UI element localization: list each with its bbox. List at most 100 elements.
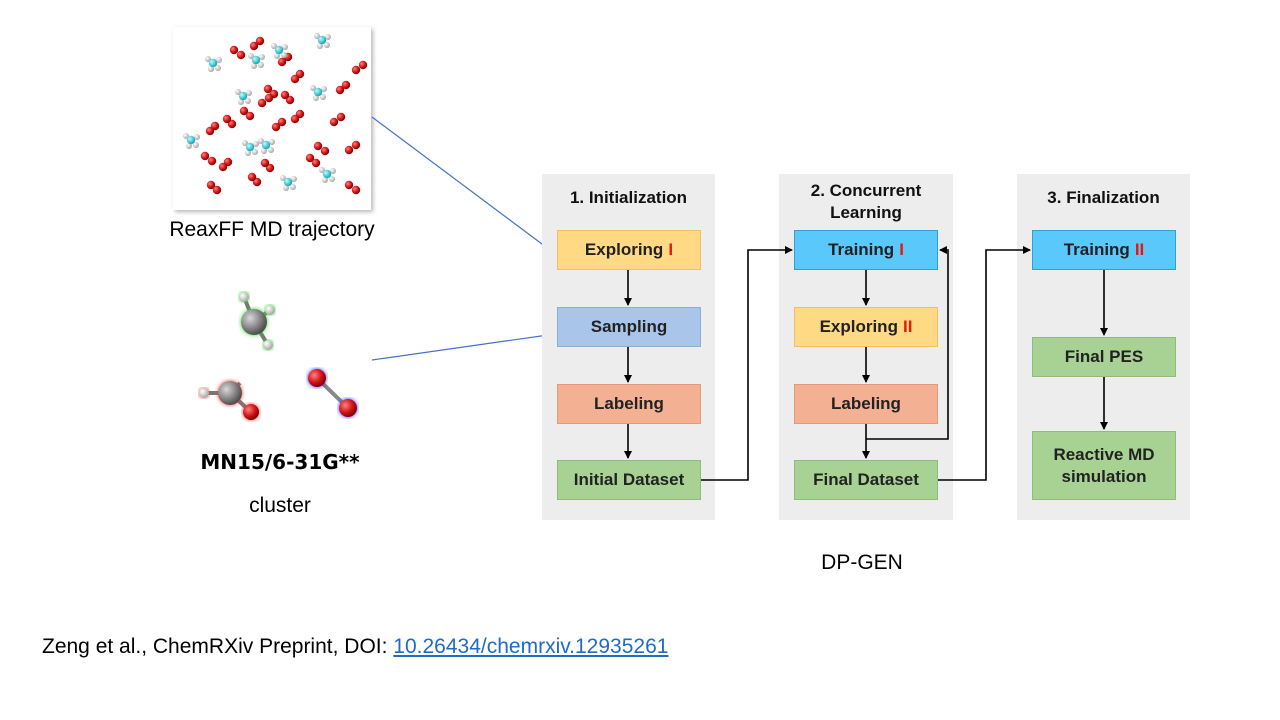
atom (329, 176, 335, 182)
step-label: Initial Dataset (573, 470, 685, 489)
atom (200, 151, 210, 161)
atom (245, 142, 255, 152)
atom (215, 65, 221, 71)
atom (351, 185, 361, 195)
step-reactive-md-simulation: Reactive MD simulation (1032, 431, 1176, 500)
roman-numeral: II (902, 317, 913, 336)
atom (322, 177, 328, 183)
atom (235, 89, 241, 95)
atom (290, 74, 300, 84)
step-initial-dataset: Initial Dataset (557, 460, 701, 500)
atom (280, 175, 286, 181)
atom (325, 34, 331, 40)
atom (290, 114, 300, 124)
atom (261, 148, 267, 154)
atom (324, 42, 330, 48)
step-label: Exploring (819, 317, 898, 336)
atom (283, 177, 293, 187)
atom (245, 111, 255, 121)
atom (282, 44, 288, 50)
cluster-label: cluster (249, 494, 311, 517)
atom (314, 33, 320, 39)
step-label: Labeling (594, 394, 664, 413)
atom (281, 52, 287, 58)
step-labeling-2: Labeling (794, 384, 938, 424)
atom (335, 85, 345, 95)
atom (246, 90, 252, 96)
atom (274, 45, 284, 55)
atom (271, 122, 281, 132)
atom (290, 184, 296, 190)
step-label: Labeling (831, 394, 901, 413)
step-label: Exploring (584, 240, 664, 259)
step-label: Training (828, 240, 895, 259)
atom (255, 36, 265, 46)
panel-title: 1. Initialization (569, 188, 688, 207)
atom (263, 84, 273, 94)
atom (305, 153, 315, 163)
citation-text: Zeng et al., ChemRXiv Preprint, DOI: (42, 635, 394, 658)
atom (238, 99, 244, 105)
roman-numeral: I (668, 240, 674, 259)
atom (258, 62, 264, 68)
atom (186, 143, 192, 149)
step-label: Final Dataset (813, 470, 919, 489)
atom (216, 57, 222, 63)
atom (268, 147, 274, 153)
input-arrows (371, 116, 556, 361)
atom (280, 90, 290, 100)
step-final-dataset: Final Dataset (794, 460, 938, 500)
atom (341, 80, 351, 90)
atom (329, 117, 339, 127)
atom (311, 158, 321, 168)
atom (247, 172, 257, 182)
atom (236, 50, 246, 60)
atom (206, 180, 216, 190)
atom (313, 95, 319, 101)
atom (229, 45, 239, 55)
atom (207, 156, 217, 166)
atom (351, 140, 361, 150)
atom (194, 134, 200, 140)
panel-title: 2. Concurrent Learning (810, 181, 922, 222)
atom (313, 87, 323, 97)
atom (212, 185, 222, 195)
atom (186, 135, 196, 145)
atom (193, 142, 199, 148)
atom (277, 57, 287, 67)
atom (358, 60, 368, 70)
o2-molecule-icon (308, 369, 357, 417)
atom (208, 66, 214, 72)
atom (253, 141, 259, 147)
atom (258, 138, 264, 144)
step-label: Sampling (590, 317, 668, 336)
atom (330, 168, 336, 174)
atom (222, 114, 232, 124)
doi-link[interactable]: 10.26434/chemrxiv.12935261 (393, 635, 669, 658)
ch2o-molecule-icon (199, 381, 259, 420)
step-label: Final PES (1064, 347, 1144, 366)
atom (252, 149, 258, 155)
atom (249, 41, 259, 51)
citation: Zeng et al., ChemRXiv Preprint, DOI: 10.… (42, 635, 668, 659)
atom (259, 54, 265, 60)
ch3-radical-icon (239, 292, 275, 350)
atom (320, 146, 330, 156)
atom (319, 167, 325, 173)
atom (218, 162, 228, 172)
atom (264, 93, 274, 103)
atom (313, 141, 323, 151)
atom (260, 158, 270, 168)
atom (320, 94, 326, 100)
atom (269, 139, 275, 145)
atom (245, 150, 251, 156)
atom (257, 98, 267, 108)
atom (238, 91, 248, 101)
atom (291, 176, 297, 182)
atom (322, 169, 332, 179)
atom (242, 140, 248, 146)
atom (208, 58, 218, 68)
atom (183, 133, 189, 139)
